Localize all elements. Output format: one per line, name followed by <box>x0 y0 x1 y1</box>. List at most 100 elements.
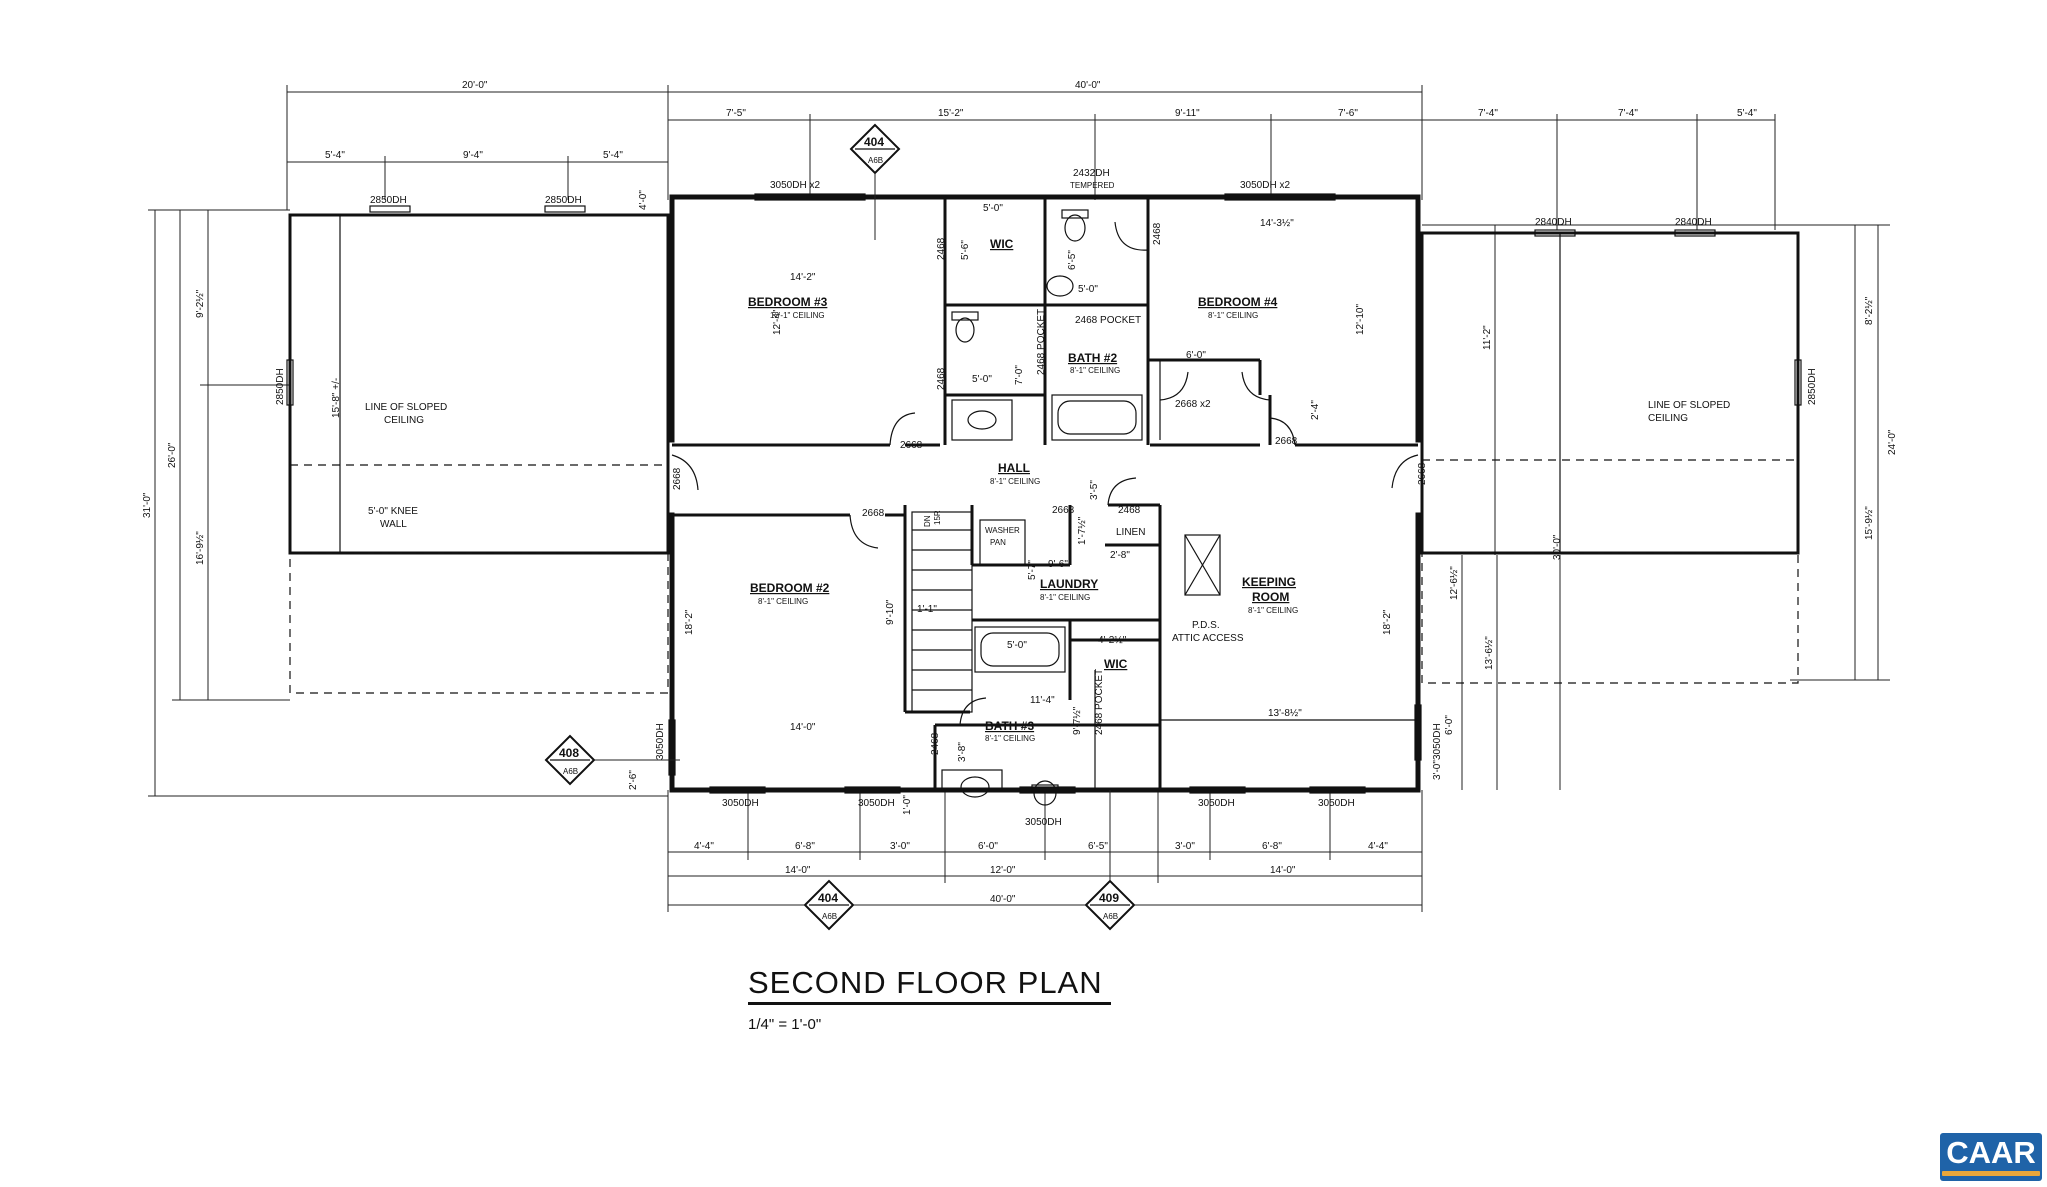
window-label: 2850DH <box>545 195 582 206</box>
dim-int: 14'-3½" <box>1260 218 1294 229</box>
window-label: 3050DH <box>1198 798 1235 809</box>
dim-bot-d: 6'-0" <box>978 841 998 852</box>
section-tag-404-bottom: 404 A6B <box>803 879 855 931</box>
ceiling-bath-3: 8'-1" CEILING <box>985 734 1035 743</box>
dim-int: 7'-0" <box>1014 365 1025 385</box>
section-tag-409-bottom: 409 A6B <box>1084 790 1136 931</box>
dim-bot-k: 14'-0" <box>1270 865 1296 876</box>
dim-int: 4'-0" <box>638 190 649 210</box>
dim-int: 5'-0" <box>1078 284 1098 295</box>
note-stair-risers: 15R <box>933 510 942 525</box>
dim-int: 3'-8" <box>957 742 968 762</box>
window-label: 3050DH <box>1025 817 1062 828</box>
note-sloped-right-1: LINE OF SLOPED <box>1648 400 1730 411</box>
ceiling-bath-2: 8'-1" CEILING <box>1070 366 1120 375</box>
note-washer: WASHER <box>985 526 1020 535</box>
dim-bot-l: 40'-0" <box>990 894 1016 905</box>
dim-int: 4'-2½" <box>1098 635 1127 646</box>
top-dimension-lines <box>286 85 1776 230</box>
dim-top-40ft: 40'-0" <box>1075 80 1101 91</box>
note-pan: PAN <box>990 538 1006 547</box>
dim-right-g: 6'-0" <box>1444 715 1455 735</box>
dim-bot-g: 6'-8" <box>1262 841 1282 852</box>
door-label: 2468 <box>930 732 941 755</box>
note-pds: P.D.S. <box>1192 620 1220 631</box>
dim-int: 14'-0" <box>790 722 816 733</box>
section-tag-404-top: 404 A6B <box>849 123 901 240</box>
dim-bot-c: 3'-0" <box>890 841 910 852</box>
dim-right-c: 11'-2" <box>1482 325 1493 350</box>
dim-top-d: 7'-6" <box>1338 108 1358 119</box>
section-tag-sheet: A6B <box>1103 912 1118 921</box>
dim-int: 1'-7½" <box>1077 516 1088 545</box>
room-bath-3: BATH #3 <box>985 719 1034 733</box>
window-label: 3050DH x2 <box>770 180 820 191</box>
dim-bot-i: 14'-0" <box>785 865 811 876</box>
dim-int: 1'-0" <box>902 795 913 815</box>
ceiling-bedroom-3: 12'-1" CEILING <box>770 311 825 320</box>
window-label: 2840DH <box>1675 217 1712 228</box>
drawing-scale: 1/4" = 1'-0" <box>748 1016 822 1033</box>
dim-int: 11'-4" <box>1030 695 1055 706</box>
dim-left-26ft: 26'-0" <box>167 442 178 468</box>
door-label: 2468 <box>1152 222 1163 245</box>
room-wic-upper: WIC <box>990 237 1014 251</box>
dim-int: 2'-8" <box>1110 550 1130 561</box>
section-tag-408-left: 408 A6B <box>544 734 680 786</box>
note-stair-down: DN <box>923 515 932 527</box>
section-tag-number: 408 <box>559 746 579 760</box>
ceiling-hall: 8'-1" CEILING <box>990 477 1040 486</box>
dim-top-g: 5'-4" <box>1737 108 1757 119</box>
section-tag-sheet: A6B <box>822 912 837 921</box>
room-bedroom-2: BEDROOM #2 <box>750 581 830 595</box>
dim-right-b: 15'-9½" <box>1864 506 1875 540</box>
room-bath-2: BATH #2 <box>1068 351 1117 365</box>
dim-int: 5'-7" <box>1027 560 1038 580</box>
dim-int: 12'-10" <box>1355 304 1366 335</box>
dim-int: 5'-0" <box>983 203 1003 214</box>
dim-top-e: 7'-4" <box>1478 108 1498 119</box>
dim-int: 6'-0" <box>1186 350 1206 361</box>
note-sloped-left-2: CEILING <box>384 415 424 426</box>
door-label: 2468 <box>936 237 947 260</box>
dim-right-f: 13'-6½" <box>1484 636 1495 670</box>
dim-int: 9'-6" <box>1048 559 1068 570</box>
dim-left-a: 9'-2½" <box>195 289 206 318</box>
dim-int: 5'-0" <box>972 374 992 385</box>
dim-top-h: 5'-4" <box>325 150 345 161</box>
door-label: 2468 POCKET <box>1094 669 1105 735</box>
dim-left-31ft: 31'-0" <box>142 492 153 518</box>
section-tag-number: 404 <box>818 891 838 905</box>
dim-int: 9'-10" <box>885 599 896 625</box>
window-label: 2850DH <box>370 195 407 206</box>
window-label: 2850DH <box>1807 368 1818 405</box>
dim-int: 9'-7½" <box>1072 706 1083 735</box>
door-label: 2668 <box>672 467 683 490</box>
dim-bot-f: 3'-0" <box>1175 841 1195 852</box>
dim-right-d: 12'-6½" <box>1449 566 1460 600</box>
dim-top-i: 9'-4" <box>463 150 483 161</box>
ceiling-keeping-room: 8'-1" CEILING <box>1248 606 1298 615</box>
room-wic-lower: WIC <box>1104 657 1128 671</box>
dim-int: 12'-4" <box>772 309 783 335</box>
door-swings <box>671 221 1419 726</box>
note-knee-wall-1: 5'-0" KNEE <box>368 506 418 517</box>
dim-bot-j: 12'-0" <box>990 865 1016 876</box>
section-tag-number: 404 <box>864 135 884 149</box>
door-label: 2668 <box>900 440 923 451</box>
dim-right-e: 30'-0" <box>1552 534 1563 560</box>
window-label: 2850DH <box>275 368 286 405</box>
dim-int: 13'-8½" <box>1268 708 1302 719</box>
section-tag-number: 409 <box>1099 891 1119 905</box>
windows <box>286 193 1802 794</box>
dim-top-f: 7'-4" <box>1618 108 1638 119</box>
dim-int: 1'-1" <box>917 604 937 615</box>
interior-walls <box>672 197 1418 790</box>
dim-left-b: 16'-9½" <box>195 531 206 565</box>
section-tag-sheet: A6B <box>563 767 578 776</box>
dim-int: 3'-5" <box>1089 480 1100 500</box>
room-linen: LINEN <box>1116 527 1145 538</box>
right-attic-wing <box>1420 231 1800 684</box>
window-label: 2840DH <box>1535 217 1572 228</box>
dim-int: 5'-6" <box>960 240 971 260</box>
